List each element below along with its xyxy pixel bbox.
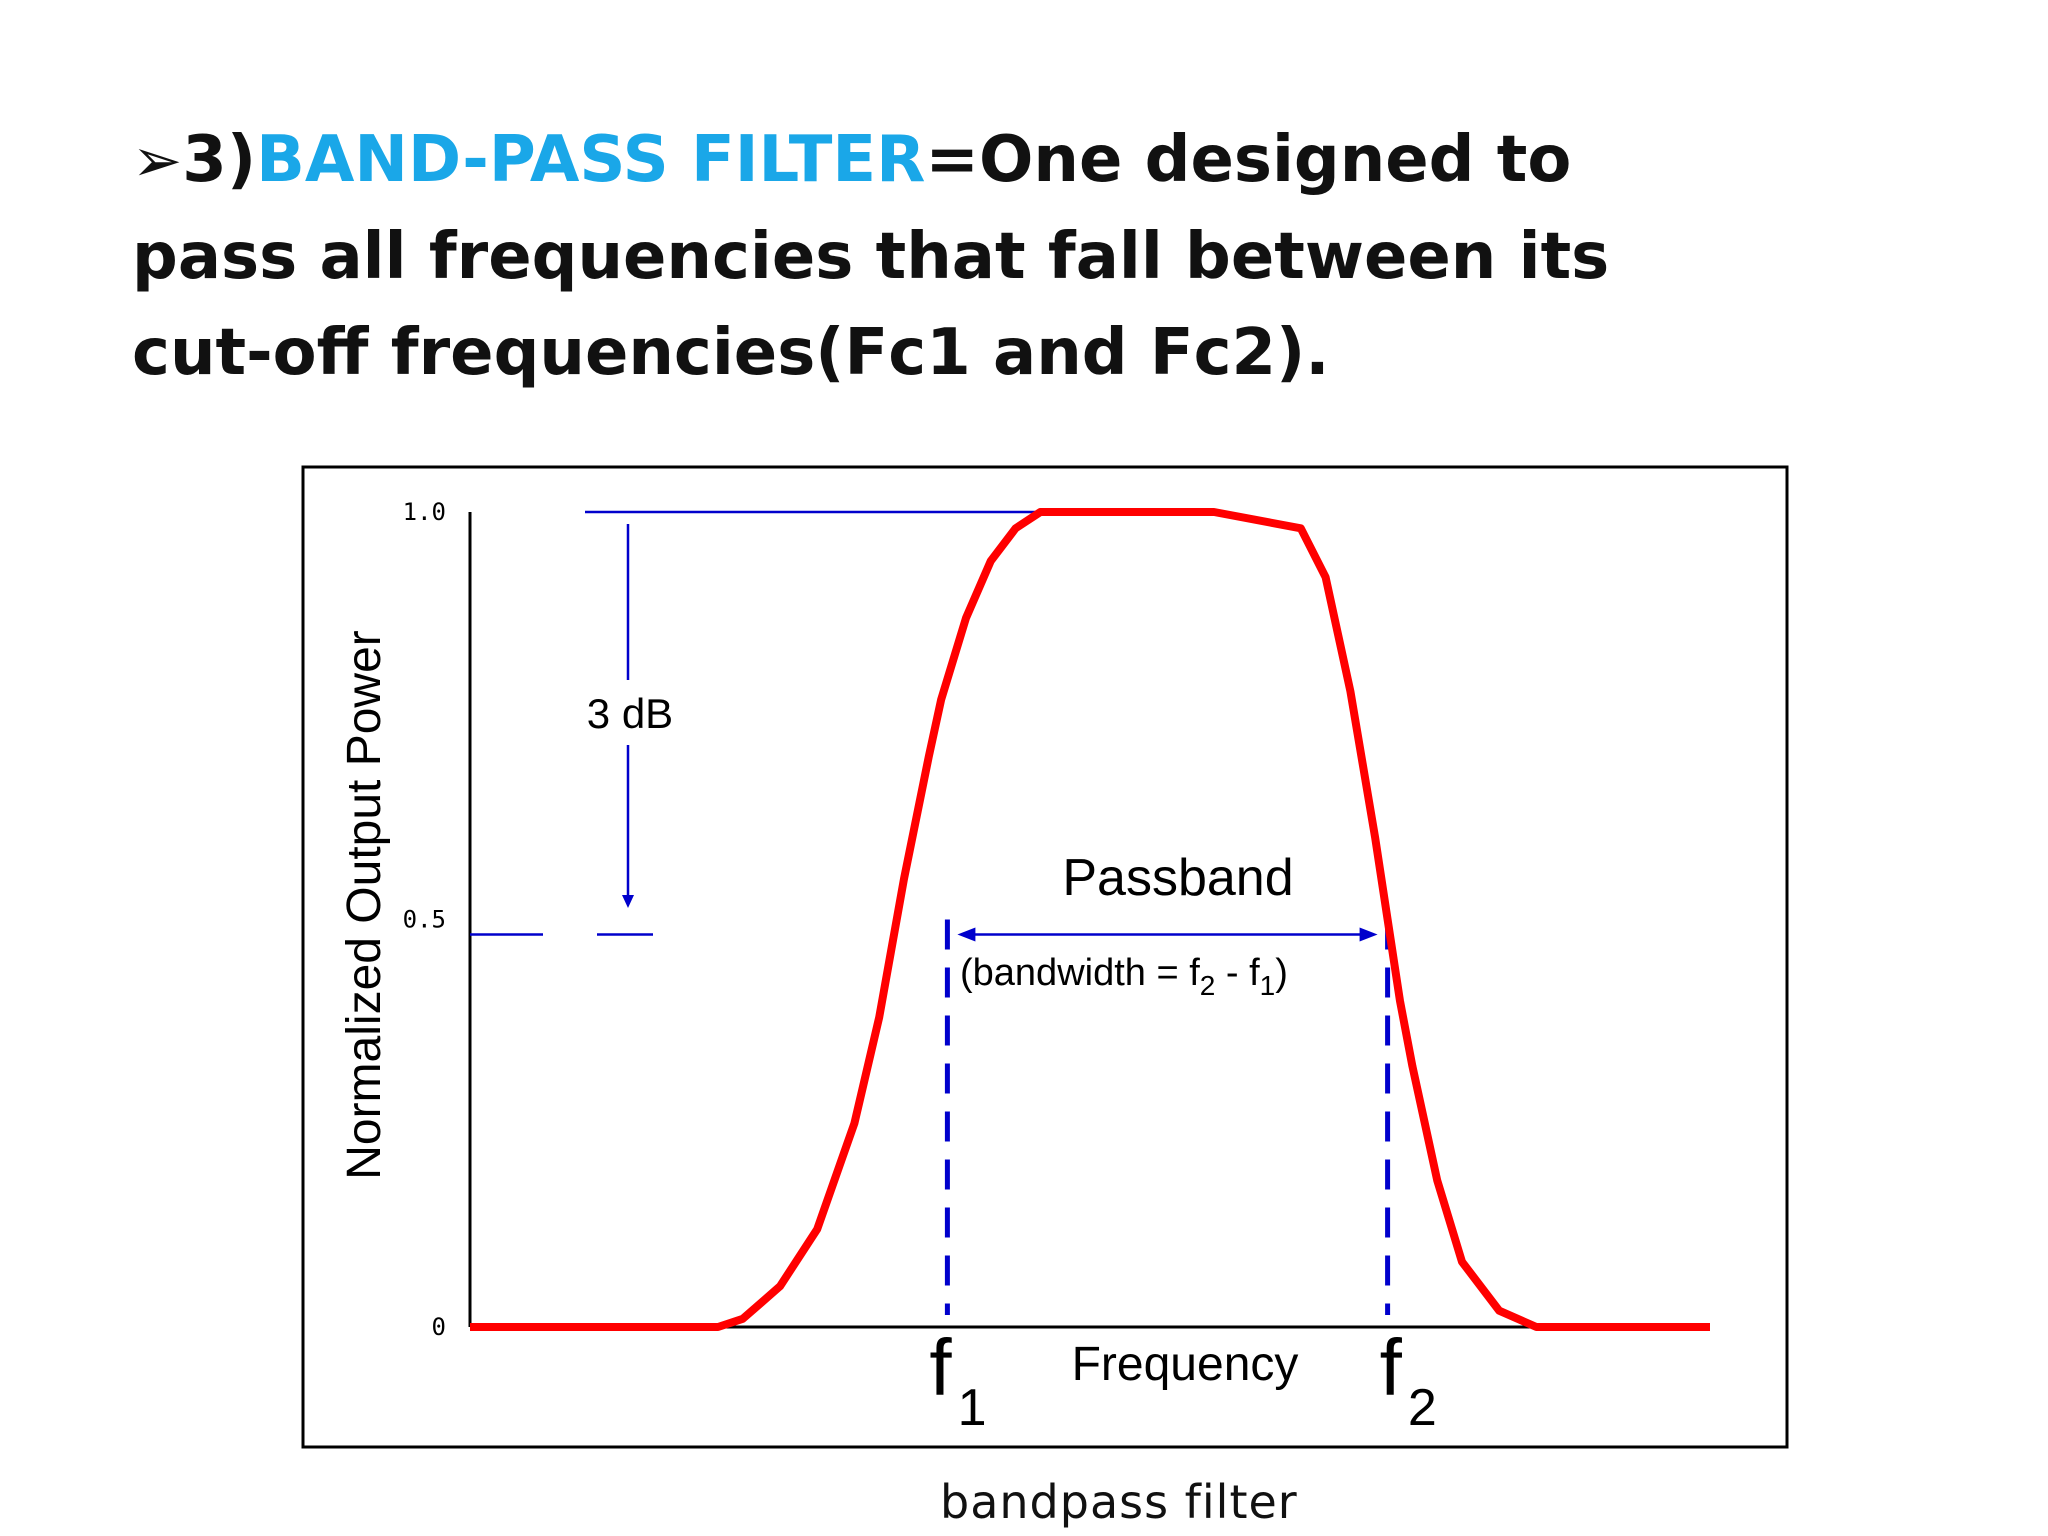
bandwidth-formula: (bandwidth = f2 - f1) — [960, 952, 1288, 1001]
f1-label-main: f — [929, 1323, 952, 1412]
passband-label: Passband — [1062, 849, 1293, 907]
title-definition: =One designed to pass all frequencies th… — [132, 123, 1610, 390]
y-tick-label: 0 — [432, 1313, 446, 1341]
f2-label-main: f — [1380, 1323, 1403, 1412]
f1-label-subscript: 1 — [958, 1379, 987, 1437]
bandwidth-formula-part: ) — [1275, 952, 1288, 994]
chart-frame — [301, 465, 1789, 1449]
bandwidth-formula-part: (bandwidth = f — [960, 952, 1200, 994]
bullet-arrow-icon: ➢ — [132, 126, 183, 196]
bandwidth-arrow-head-left — [957, 927, 976, 942]
bandwidth-arrow-head-right — [1359, 927, 1378, 942]
x-axis-label: Frequency — [1072, 1338, 1299, 1391]
y-axis-label: Normalized Output Power — [338, 630, 391, 1180]
slide-title: ➢3)BAND-PASS FILTER=One designed to pass… — [132, 112, 1732, 401]
bandwidth-formula-part: 1 — [1260, 970, 1276, 1001]
db-label: 3 dB — [587, 690, 673, 737]
chart-caption: bandpass filter — [940, 1475, 1298, 1529]
db-arrow-head — [622, 895, 634, 908]
response-curve — [470, 508, 1710, 1331]
y-tick-label: 0.5 — [403, 906, 446, 934]
title-number: 3) — [182, 123, 257, 197]
bandwidth-formula-part: 2 — [1200, 970, 1216, 1001]
f2-label-subscript: 2 — [1408, 1379, 1437, 1437]
y-tick-label: 1.0 — [403, 498, 446, 526]
bandwidth-formula-part: - f — [1215, 952, 1260, 994]
title-term: BAND-PASS FILTER — [256, 123, 926, 197]
